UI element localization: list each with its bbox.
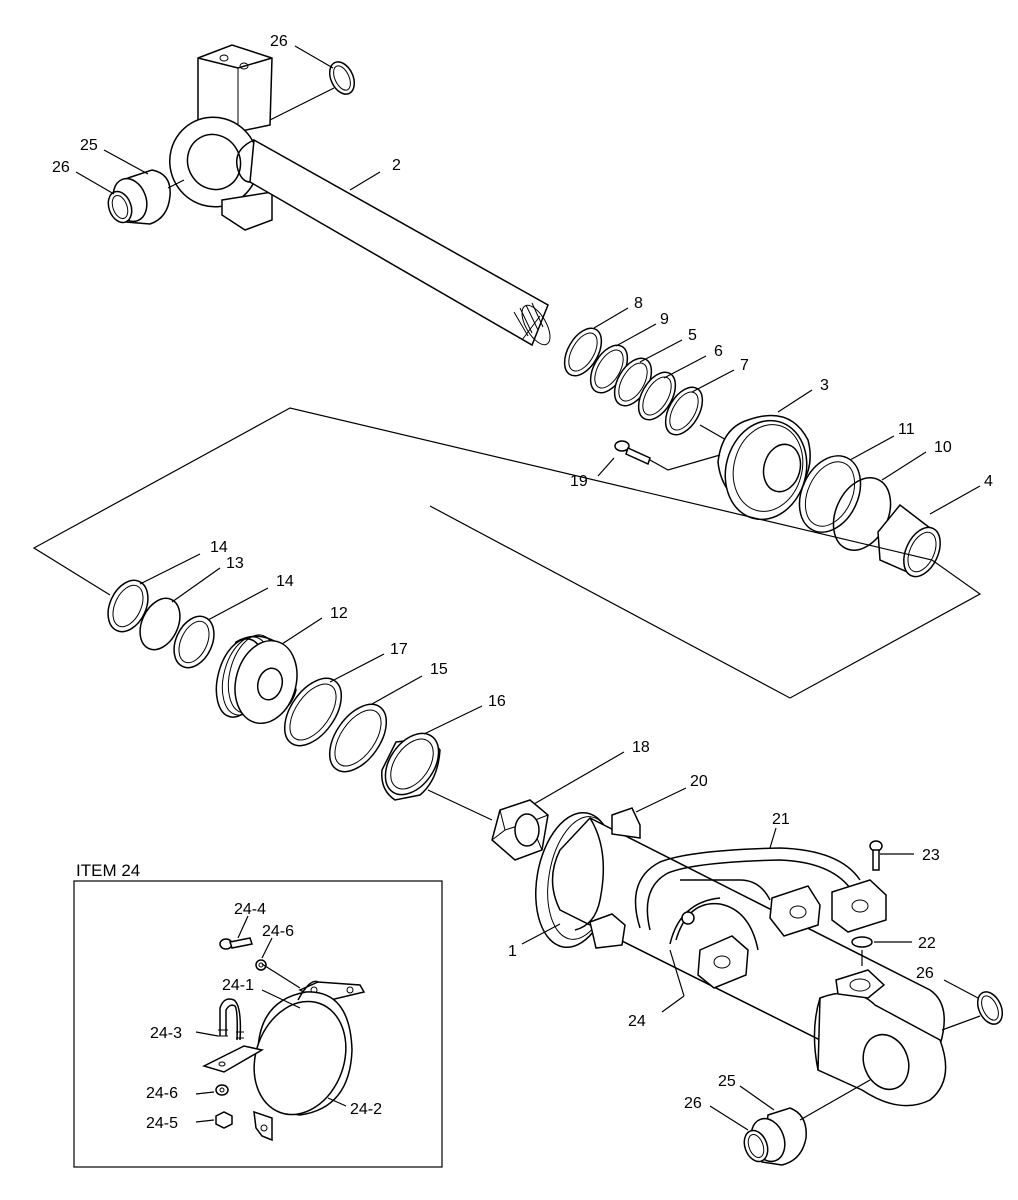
label-13: 13 <box>226 555 244 572</box>
seal-11 <box>798 455 862 533</box>
label-25-bottom: 25 <box>718 1073 736 1090</box>
label-11: 11 <box>898 421 915 438</box>
label-5: 5 <box>688 327 697 344</box>
label-6: 6 <box>714 343 723 360</box>
label-24: 24 <box>628 1013 646 1030</box>
leader-lines <box>75 45 981 1131</box>
bolt-23 <box>869 840 883 871</box>
label-26-bottom: 26 <box>684 1095 702 1112</box>
bolt-19 <box>614 440 721 471</box>
ring-26-bottom <box>743 1129 769 1163</box>
label-10: 10 <box>934 439 952 456</box>
ring-14-a <box>107 579 149 633</box>
label-25-top: 25 <box>80 137 98 154</box>
label-24-6-bottom: 24-6 <box>146 1085 178 1102</box>
seal-set <box>563 327 704 436</box>
label-24-5: 24-5 <box>146 1115 178 1132</box>
piston-rod <box>168 44 551 347</box>
label-26-left: 26 <box>52 159 70 176</box>
label-23: 23 <box>922 847 940 864</box>
label-15: 15 <box>430 661 448 678</box>
piston-12 <box>215 634 298 725</box>
label-24-3: 24-3 <box>150 1025 182 1042</box>
clamp-24 <box>669 897 759 997</box>
item-24-inset: ITEM 24 <box>73 861 443 1168</box>
label-16: 16 <box>488 693 506 710</box>
label-18: 18 <box>632 739 650 756</box>
ring-14-b <box>173 615 215 669</box>
label-26-top: 26 <box>270 33 288 50</box>
ring-16 <box>381 732 441 801</box>
inset-frame <box>73 880 443 1168</box>
ring-26-upper <box>328 61 356 95</box>
ring-15 <box>328 703 388 773</box>
label-8: 8 <box>634 295 643 312</box>
clamp-band <box>253 980 366 1142</box>
label-24-2: 24-2 <box>350 1101 382 1118</box>
nut-18 <box>491 799 549 861</box>
assembly-outline <box>32 407 982 699</box>
label-7: 7 <box>740 357 749 374</box>
label-17: 17 <box>390 641 408 658</box>
inset-title: ITEM 24 <box>76 861 140 880</box>
label-12: 12 <box>330 605 348 622</box>
u-bolt-24-3 <box>218 998 244 1041</box>
label-14-a: 14 <box>210 539 228 556</box>
label-24-1: 24-1 <box>222 977 254 994</box>
label-19: 19 <box>570 473 588 490</box>
label-14-b: 14 <box>276 573 294 590</box>
label-1: 1 <box>508 943 517 960</box>
label-22: 22 <box>918 935 936 952</box>
label-21: 21 <box>772 811 790 828</box>
washer-24-6-bottom <box>215 1084 229 1096</box>
rod-cover-3 <box>717 414 811 521</box>
ring-26-bottom-right <box>976 991 1004 1025</box>
ring-13 <box>139 597 181 651</box>
ring-26-left <box>107 190 133 224</box>
washer-24-6-top <box>255 959 267 971</box>
label-26-right: 26 <box>916 965 934 982</box>
o-ring-22 <box>851 936 873 948</box>
label-24-6-top: 24-6 <box>262 923 294 940</box>
cylinder-tube-1 <box>535 807 947 1107</box>
pipe-21 <box>634 847 887 989</box>
label-24-4: 24-4 <box>234 901 266 918</box>
seal-17 <box>283 677 343 747</box>
bolt-24-4 <box>219 937 253 950</box>
label-20: 20 <box>690 773 708 790</box>
label-3: 3 <box>820 377 829 394</box>
label-2: 2 <box>392 157 401 174</box>
nut-24-5 <box>215 1111 233 1129</box>
label-4: 4 <box>984 473 993 490</box>
clamp-plate <box>201 1045 265 1073</box>
label-9: 9 <box>660 311 669 328</box>
